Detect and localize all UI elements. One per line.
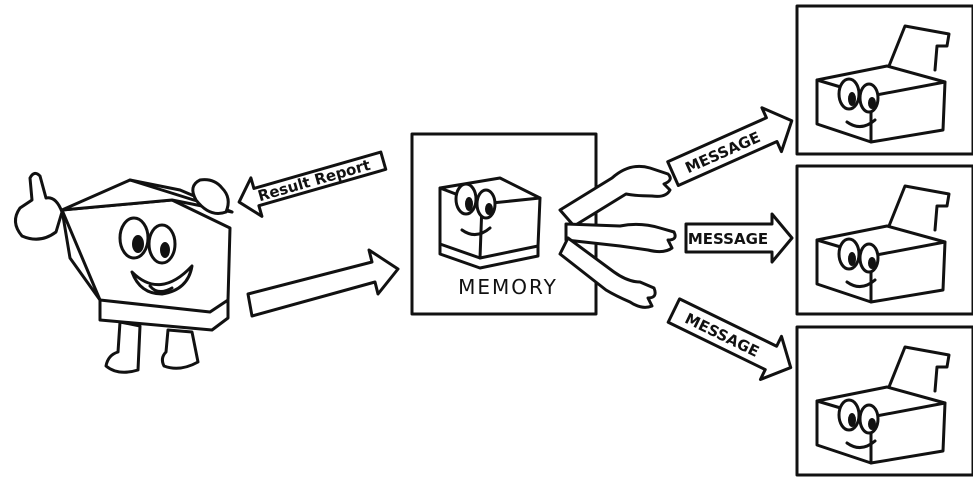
memory-label: MEMORY — [458, 275, 558, 299]
receiver-fax-icon — [815, 24, 951, 144]
result-report-label: Result Report — [256, 156, 373, 205]
receiver-box-1 — [795, 4, 973, 156]
receiver-fax-icon — [815, 345, 951, 465]
message-arrow-1: MESSAGE — [666, 106, 794, 187]
receiver-box-3 — [795, 325, 973, 477]
message-label-2: MESSAGE — [688, 230, 768, 248]
message-arrow-3: MESSAGE — [666, 297, 793, 381]
result-report-arrow: Result Report — [237, 150, 388, 218]
message-arrow-2: MESSAGE — [684, 212, 794, 264]
receiver-fax-icon — [815, 184, 951, 304]
broadcast-hands — [558, 164, 677, 309]
receiver-box-2 — [795, 164, 973, 316]
memory-fax-icon — [438, 176, 542, 270]
sender-fax-icon — [14, 171, 234, 374]
send-arrow — [246, 248, 400, 318]
